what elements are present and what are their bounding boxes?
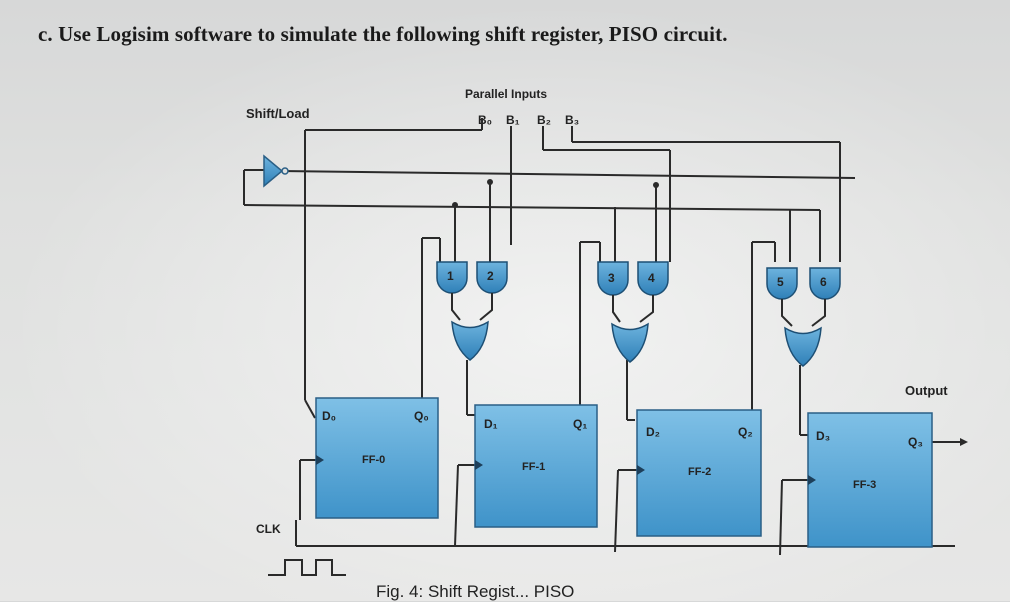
gate-3-label: 3 xyxy=(608,271,615,285)
or-gate-ff2 xyxy=(611,322,649,363)
and-gate-4: 4 xyxy=(637,261,669,296)
parallel-inputs-label: Parallel Inputs xyxy=(465,87,547,101)
flip-flop-ff3: D₃ Q₃ FF-3 xyxy=(807,412,933,548)
and-gate-2: 2 xyxy=(476,261,508,294)
flip-flop-ff1: D₁ Q₁ FF-1 xyxy=(474,404,598,528)
ff0-clock-icon xyxy=(316,455,324,465)
or-gate-ff1 xyxy=(451,320,489,361)
ff2-clock-icon xyxy=(637,465,645,475)
ff3-clock-icon xyxy=(808,475,816,485)
gate-6-label: 6 xyxy=(820,275,827,289)
output-label: Output xyxy=(905,383,948,398)
wires xyxy=(243,118,960,576)
output-arrow-icon xyxy=(960,438,968,446)
figure-caption: Fig. 4: Shift Regist... PISO xyxy=(376,582,575,601)
and-gate-6: 6 xyxy=(809,267,841,300)
or-gate-ff3 xyxy=(784,326,822,367)
question-text: c. Use Logisim software to simulate the … xyxy=(38,22,728,46)
flip-flop-ff2: D₂ Q₂ FF-2 xyxy=(636,409,762,537)
gate-5-label: 5 xyxy=(777,275,784,289)
and-gate-1: 1 xyxy=(436,261,468,294)
input-b2-label: B₂ xyxy=(537,113,551,127)
gate-4-label: 4 xyxy=(648,271,655,285)
ff2-name-label: FF-2 xyxy=(688,466,711,478)
input-b1-label: B₁ xyxy=(506,113,520,127)
ff0-d-label: D₀ xyxy=(322,409,336,423)
input-b0-label: B₀ xyxy=(478,113,492,127)
shift-load-label: Shift/Load xyxy=(246,106,310,121)
and-gate-3: 3 xyxy=(597,261,629,296)
gate-2-label: 2 xyxy=(487,269,494,283)
ff3-q-label: Q₃ xyxy=(908,435,923,449)
ff0-q-label: Q₀ xyxy=(414,409,429,423)
flip-flop-ff0: D₀ Q₀ FF-0 xyxy=(315,397,439,519)
ff1-name-label: FF-1 xyxy=(522,461,545,473)
ff1-d-label: D₁ xyxy=(484,417,498,431)
ff3-name-label: FF-3 xyxy=(853,479,876,491)
and-gate-5: 5 xyxy=(766,267,798,300)
gate-1-label: 1 xyxy=(447,269,454,283)
ff0-name-label: FF-0 xyxy=(362,454,385,466)
clk-label: CLK xyxy=(256,522,281,536)
and-to-or-wires xyxy=(451,293,826,327)
ff1-q-label: Q₁ xyxy=(573,417,587,431)
ff3-d-label: D₃ xyxy=(816,429,830,443)
ff2-q-label: Q₂ xyxy=(738,425,753,439)
ff1-clock-icon xyxy=(475,460,483,470)
input-b3-label: B₃ xyxy=(565,113,579,127)
ff2-d-label: D₂ xyxy=(646,425,660,439)
junction-dots xyxy=(452,179,659,208)
shift-load-buffer xyxy=(263,154,289,188)
